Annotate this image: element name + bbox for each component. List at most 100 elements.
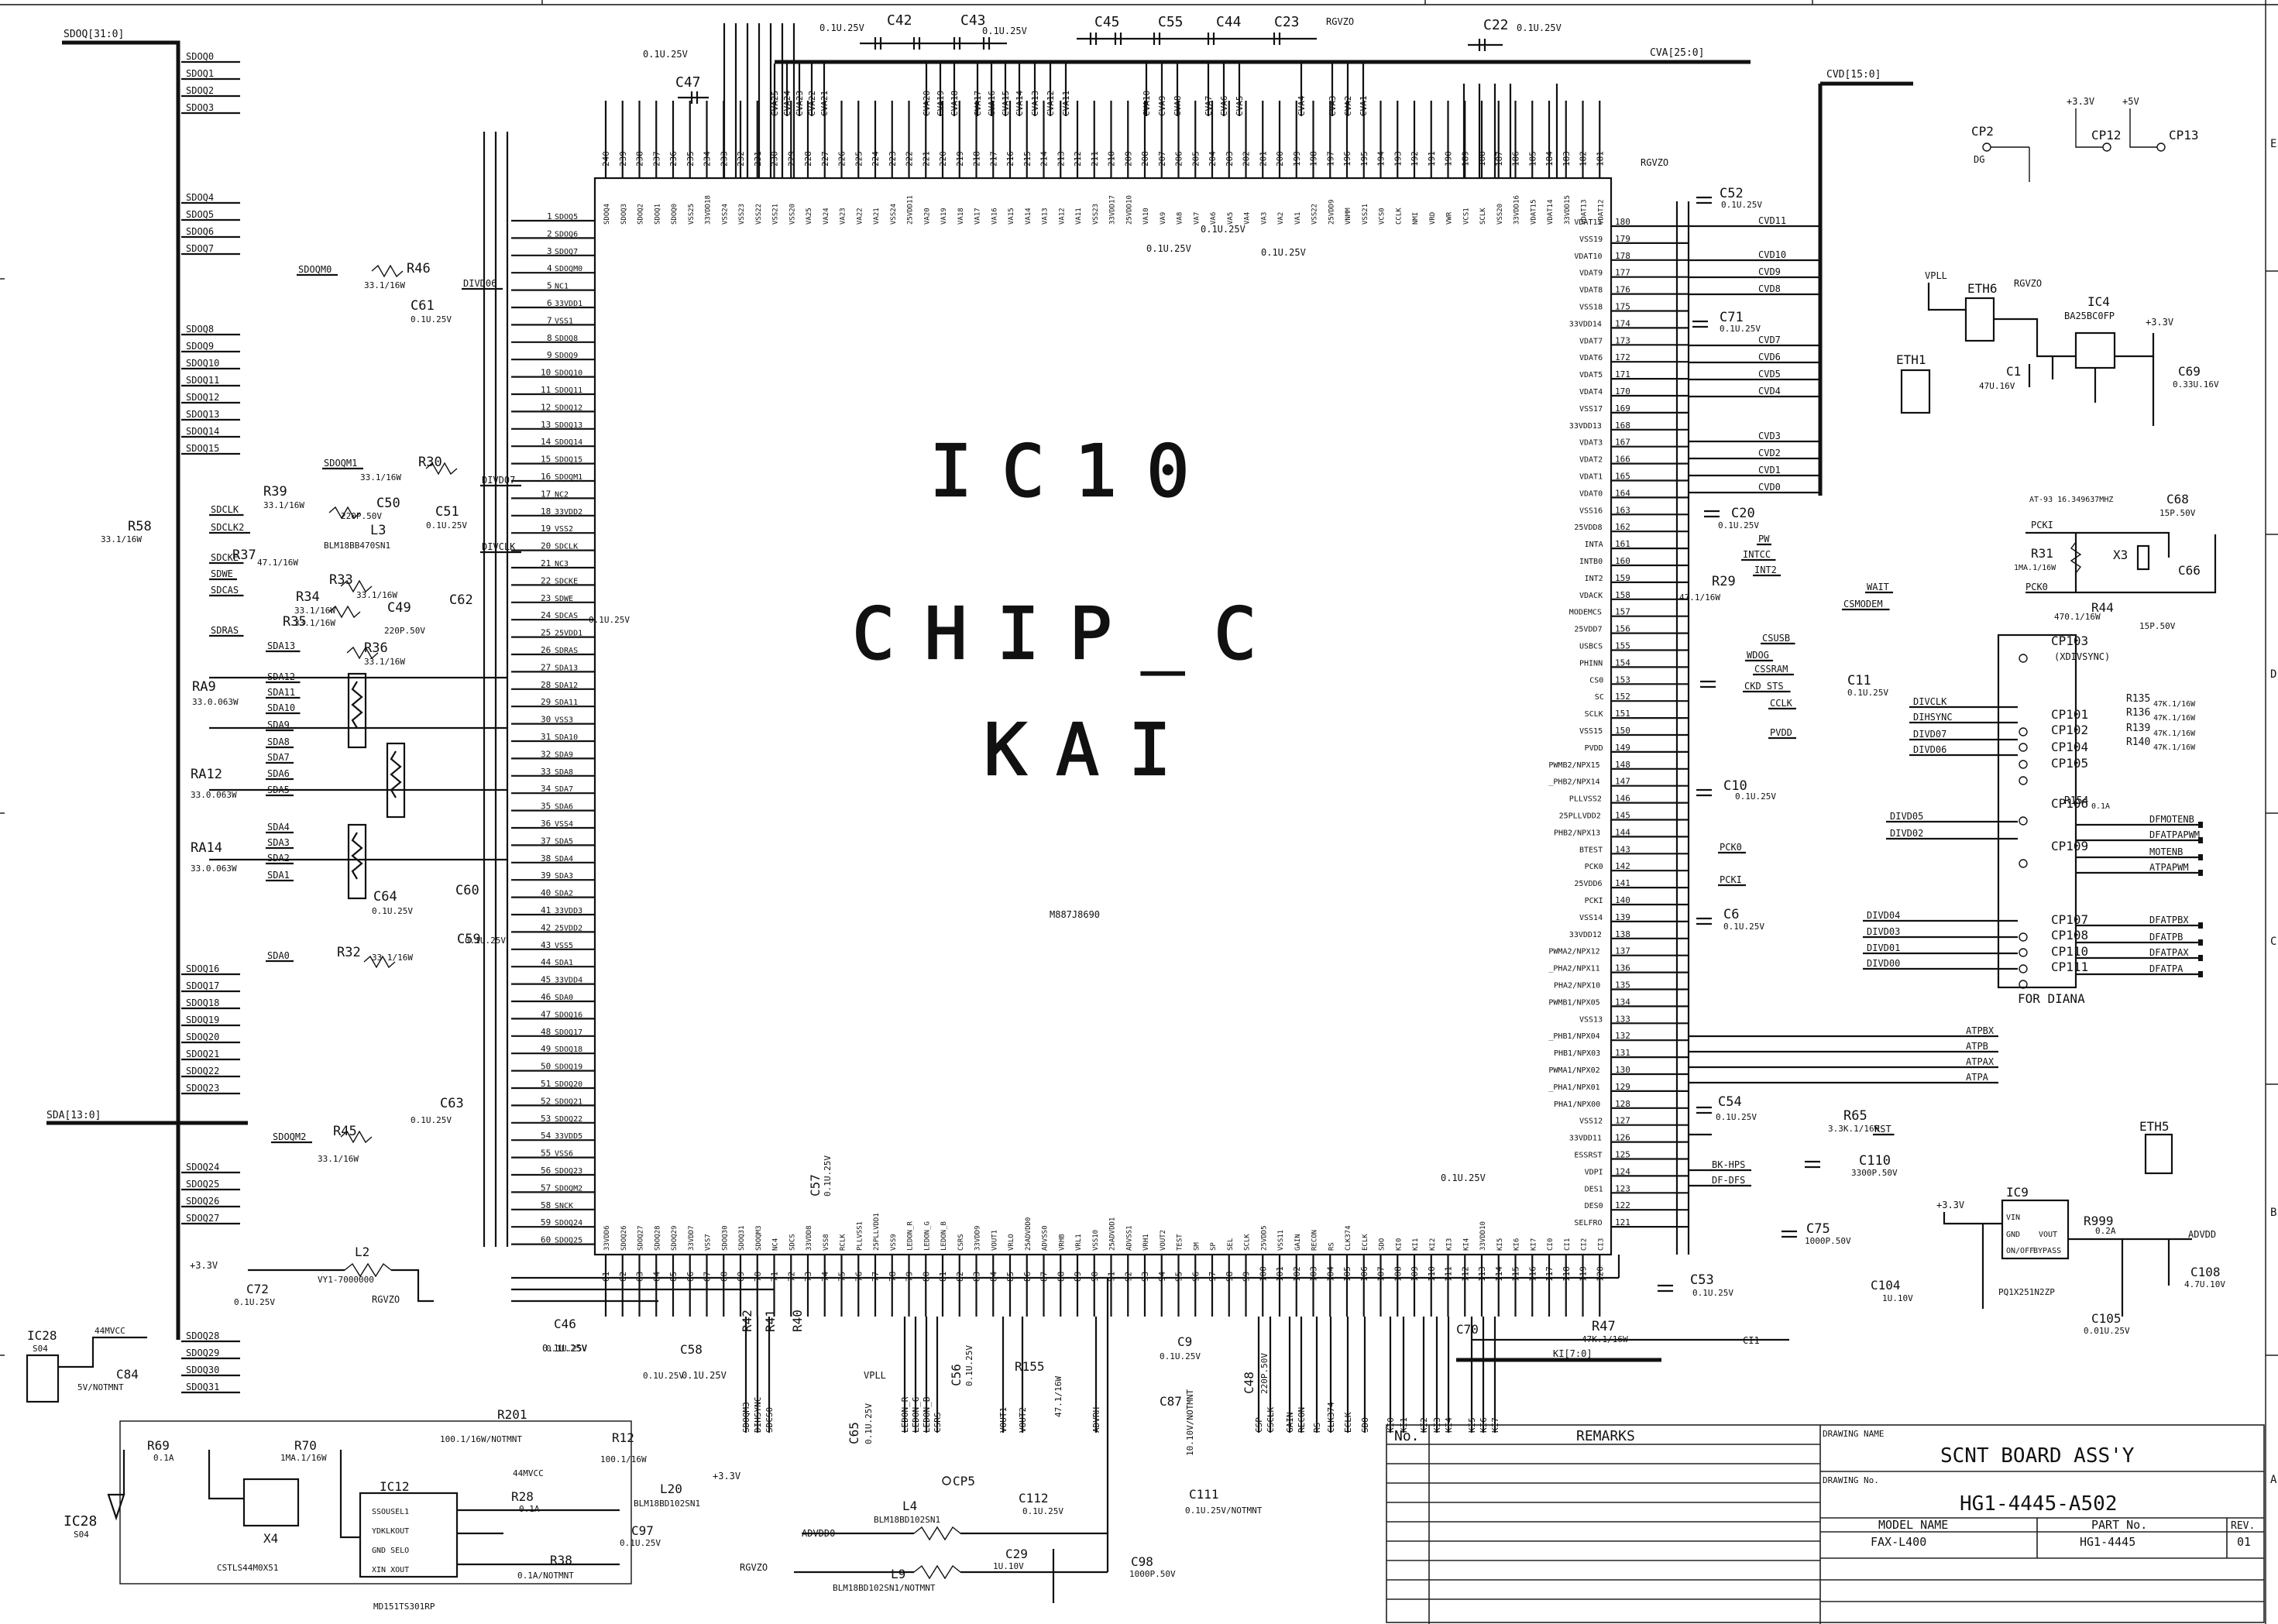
pin-number: 172 — [1615, 352, 1630, 362]
pin-signal: VA22 — [856, 208, 864, 225]
resistor-value: 47K.1/16W — [2153, 743, 2196, 752]
pin-number: 219 — [955, 151, 965, 167]
pin-signal: VSS22 — [1311, 204, 1319, 225]
pin-signal: SDOQ15 — [555, 456, 582, 465]
pin-signal: CSRS — [957, 1234, 965, 1251]
pin-number: 175 — [1615, 302, 1630, 312]
resistor-ref: R140 — [2126, 736, 2150, 748]
pin-number: 193 — [1393, 151, 1403, 167]
pin-number: 109 — [1410, 1266, 1420, 1282]
v33-ic9: +3.3V — [1936, 1200, 1964, 1210]
pin-signal: VNMM — [1345, 208, 1352, 225]
component-ref: C75 — [1806, 1221, 1830, 1237]
pin-signal: SP — [1210, 1242, 1218, 1251]
pin-signal: VA1 — [1294, 212, 1302, 225]
pin-number: 89 — [1073, 1272, 1083, 1282]
output-net-label: DFATPAX — [2149, 947, 2189, 958]
pin-signal: VA18 — [957, 208, 965, 225]
pin-number: 112 — [1460, 1266, 1470, 1282]
pin-signal: SDOQ25 — [555, 1237, 582, 1245]
component-value: 33.0.063W — [191, 790, 237, 800]
left-net-label: DIVD06 — [463, 278, 496, 289]
x4-crystal — [242, 1478, 300, 1527]
pin-number: 23 — [541, 593, 551, 603]
r38-val: 0.1A/NOTMNT — [517, 1571, 574, 1581]
pin-signal: 33VDD6 — [603, 1225, 611, 1251]
pin-signal: INTA — [1585, 541, 1603, 549]
pin-signal: SDOQ10 — [555, 369, 582, 378]
pin-signal: VSS1 — [555, 317, 573, 325]
pin-signal: VA6 — [1210, 212, 1218, 225]
pin-signal: VSS17 — [1579, 405, 1603, 414]
pin-signal: SELFRO — [1574, 1219, 1602, 1227]
pin-signal: VSS20 — [789, 204, 796, 225]
r999-val: 0.2A — [2095, 1226, 2116, 1236]
pin-signal: VDAT4 — [1579, 388, 1603, 397]
component-ref: C53 — [1690, 1272, 1714, 1288]
component-value: 33.0.063W — [192, 697, 239, 707]
sdoq-net-label: SDOQ2 — [186, 85, 214, 96]
pin-number: 163 — [1615, 505, 1630, 515]
pin-number: 122 — [1615, 1200, 1630, 1210]
pin-signal: VSS25 — [688, 204, 696, 225]
pin-number: 183 — [1562, 151, 1572, 167]
ic9-pin-gnd: GND — [2006, 1231, 2020, 1239]
pin-signal: SDO — [1379, 1238, 1386, 1251]
pin-signal: 25VDD11 — [907, 195, 915, 225]
pin-number: 36 — [541, 819, 551, 829]
component-ref: C11 — [1847, 673, 1871, 688]
component-value: 33.1/16W — [372, 953, 413, 963]
pin-number: 157 — [1615, 607, 1630, 617]
pin-signal: 33VDD2 — [555, 508, 582, 517]
pin-number: 118 — [1562, 1266, 1572, 1282]
pin-number: 76 — [854, 1272, 864, 1282]
pin-number: 16 — [541, 472, 551, 482]
pin-signal: VSS23 — [738, 204, 746, 225]
c72-val: 0.1U.25V — [234, 1297, 275, 1307]
right-net-label: INTCC — [1743, 549, 1771, 560]
pin-signal: 33VDD17 — [1109, 195, 1117, 225]
pin-number: 138 — [1615, 929, 1630, 939]
sdoq-net-label: SDOQ11 — [186, 375, 219, 386]
pin-signal: SDA8 — [555, 768, 573, 777]
pin-number: 240 — [601, 151, 611, 167]
pin-signal: VSS21 — [772, 204, 780, 225]
ic12-pin-1: SSOUSEL1 — [372, 1508, 409, 1516]
vpll-label: VPLL — [1925, 270, 1947, 281]
oscillator-section: AT-93 16.349637MHZ C68 15P.50V PCKI R31 … — [2014, 492, 2217, 631]
pin-number: 216 — [1005, 151, 1015, 167]
pin-signal: VA15 — [1008, 208, 1015, 225]
pin-number: 30 — [541, 715, 551, 725]
cap-c22-val: 0.1U.25V — [1517, 22, 1562, 33]
pin-signal: SDOQ23 — [555, 1167, 582, 1176]
left-net-label: SDA7 — [267, 752, 290, 763]
pin-number: 92 — [1123, 1272, 1133, 1282]
pin-number: 200 — [1275, 151, 1285, 167]
pin-number: 70 — [753, 1272, 763, 1282]
component-ref: R34 — [296, 589, 320, 605]
pin-number: 8 — [547, 333, 552, 343]
c69-ref: C69 — [2178, 364, 2201, 379]
right-net-labels: PWINTCCINT2WAITCSMODEMCSUSBWDOGCSSRAMCKD… — [1689, 534, 1998, 1187]
pin-signal: NC2 — [555, 490, 569, 499]
pin-number: 107 — [1376, 1266, 1386, 1282]
pin-signal: SDCKE — [555, 577, 578, 585]
left-net-label: SDA6 — [267, 768, 290, 779]
pin-number: 198 — [1309, 151, 1319, 167]
pin-number: 32 — [541, 749, 551, 759]
component-value: 47.1/16W — [257, 558, 298, 568]
atp-net-label: ATPAX — [1966, 1056, 1995, 1067]
pin-signal: PWMA2/NPX12 — [1548, 948, 1599, 956]
component-ref: C54 — [1718, 1094, 1742, 1110]
atp-net-label: ATPBX — [1966, 1025, 1995, 1036]
pin-number: 217 — [988, 151, 998, 167]
sdoq-net-label: SDOQ10 — [186, 358, 219, 369]
atp-net-label: ATPB — [1966, 1041, 1988, 1052]
pin-signal: CI1 — [1564, 1238, 1572, 1251]
cp-test-point — [2019, 964, 2028, 973]
pin-number: 194 — [1376, 151, 1386, 167]
pin-signal: 25PLLVDD1 — [873, 1213, 881, 1251]
pin-number: 177 — [1615, 268, 1630, 278]
pin-signal: SDOQM1 — [555, 473, 582, 482]
